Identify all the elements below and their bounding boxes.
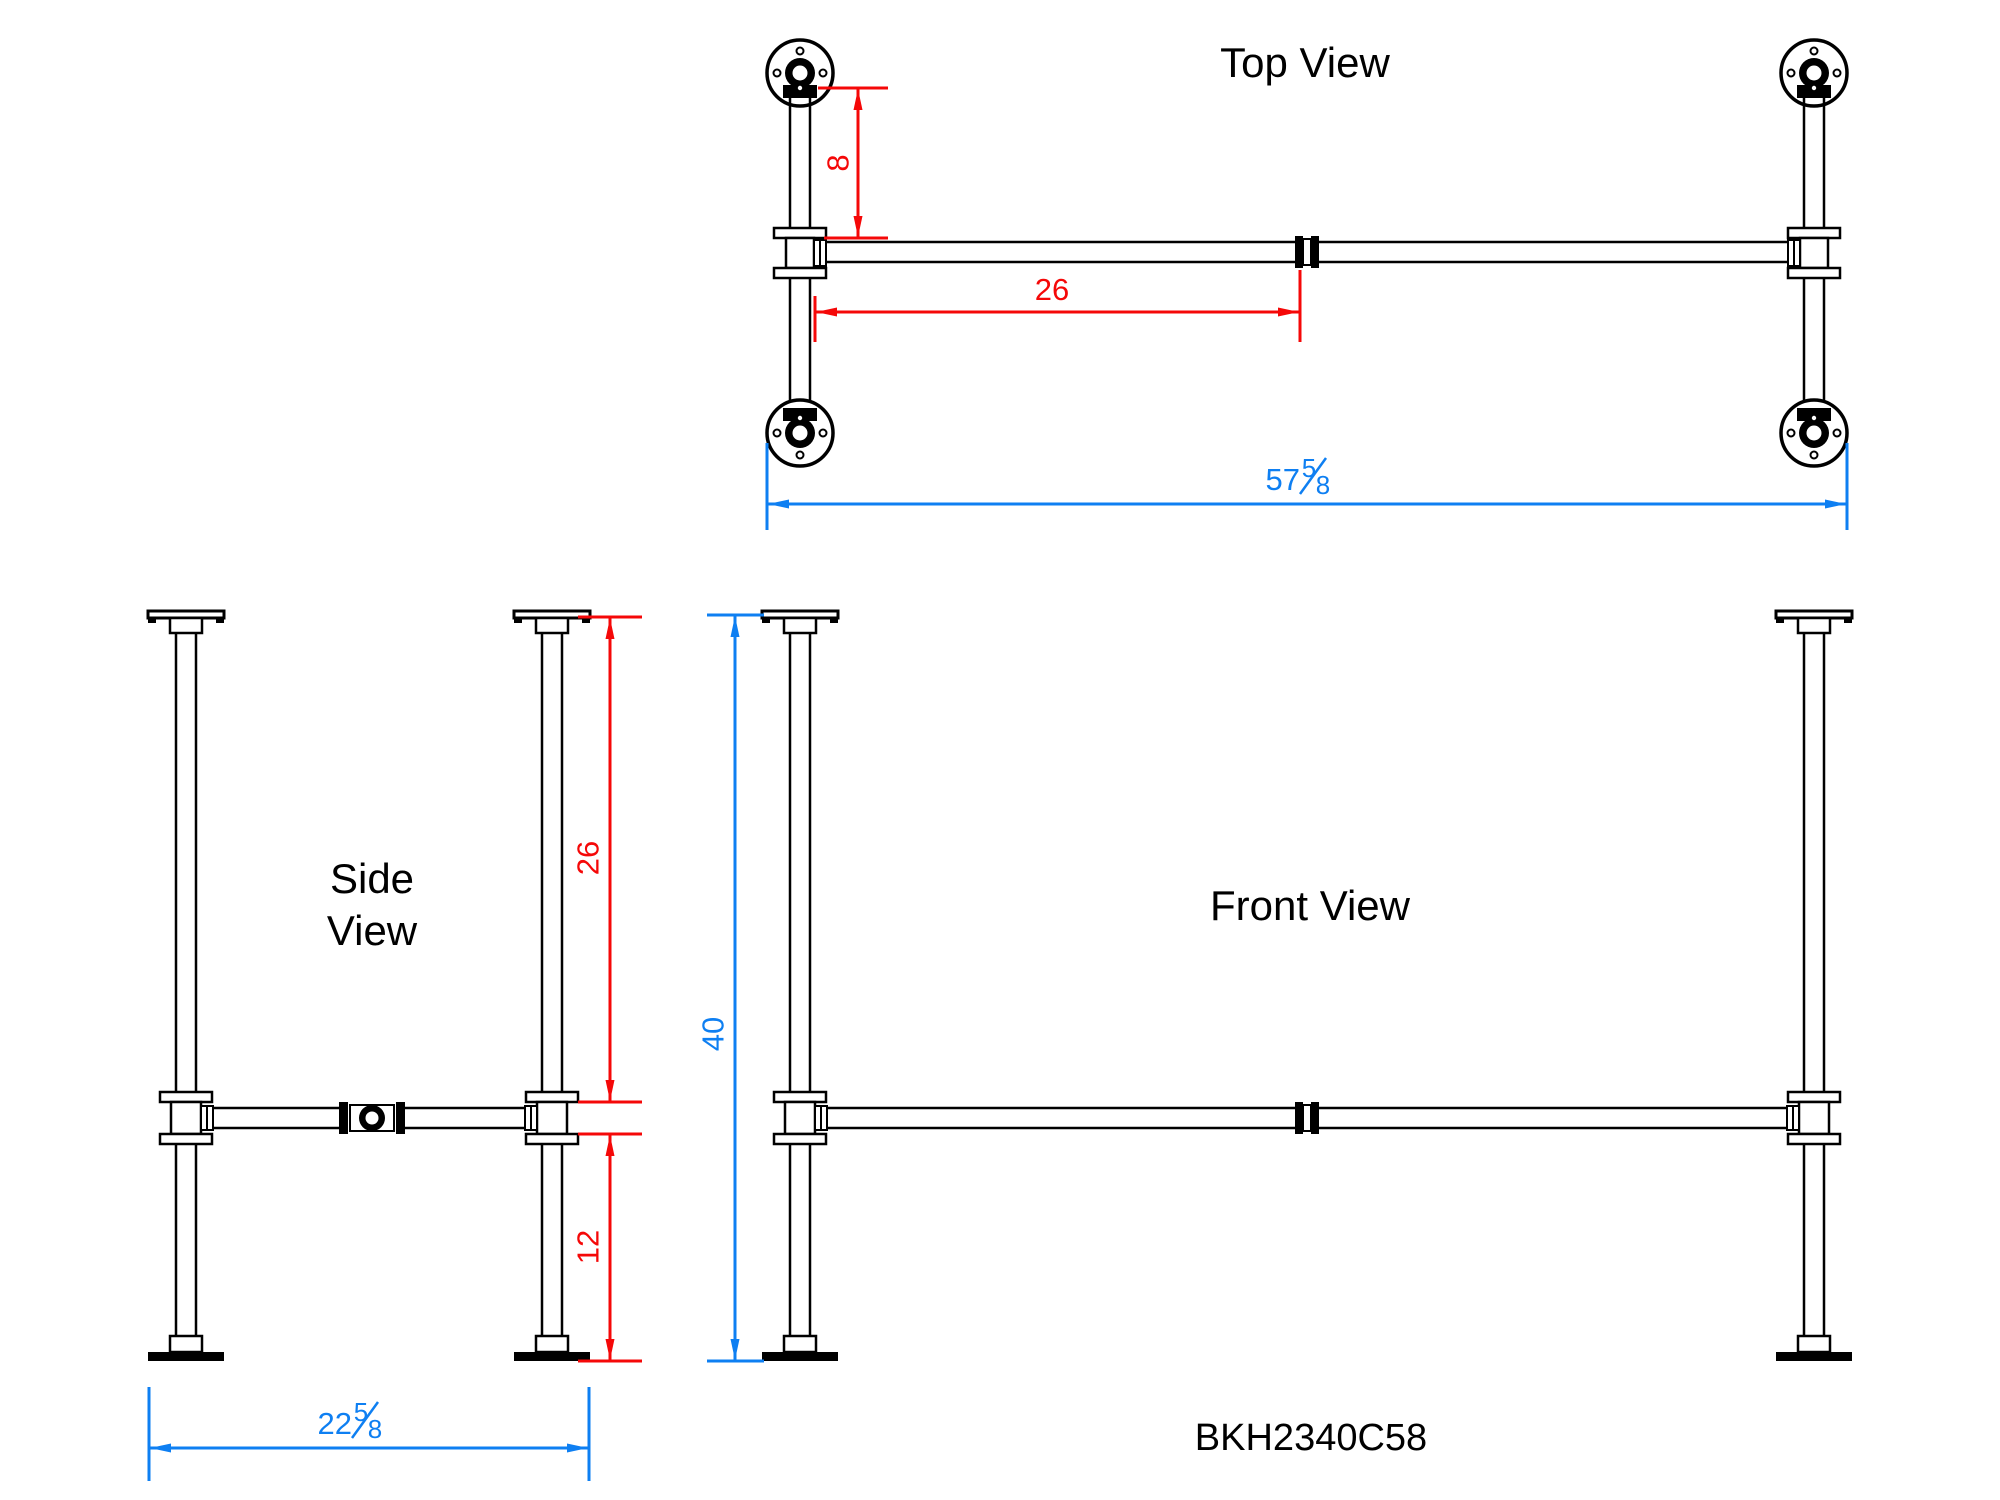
top-view-center-coupling xyxy=(1295,236,1319,268)
side-view-stretcher-pipe xyxy=(213,1102,525,1134)
dimension-side-26: 26 xyxy=(571,615,642,1104)
dimension-overall-depth-22-5-8: 22 5 8 xyxy=(147,1387,591,1481)
svg-text:8: 8 xyxy=(821,154,856,171)
front-view-center-coupling xyxy=(1295,1102,1319,1134)
side-view-title-line1: Side xyxy=(330,855,414,902)
svg-text:12: 12 xyxy=(571,1230,606,1264)
side-view-left-leg xyxy=(146,609,226,1363)
front-view-left-leg xyxy=(760,609,840,1363)
part-number: BKH2340C58 xyxy=(1195,1417,1427,1459)
red-dimensions: 8 26 26 12 xyxy=(571,86,1302,1363)
svg-text:5: 5 xyxy=(1302,453,1316,483)
dimension-top-26: 26 xyxy=(813,270,1302,342)
front-view-stretcher-pipe xyxy=(827,1102,1787,1134)
front-view-title: Front View xyxy=(1210,882,1411,929)
svg-text:26: 26 xyxy=(1035,272,1069,307)
top-view-stretcher-pipe xyxy=(826,236,1788,268)
top-view-right-leg xyxy=(1779,38,1849,468)
blue-dimensions: 57 5 8 22 5 8 40 xyxy=(147,443,1849,1481)
svg-text:26: 26 xyxy=(571,841,606,875)
front-view xyxy=(760,609,1854,1363)
frame-structure xyxy=(146,38,1854,1363)
dimension-overall-length-57-5-8: 57 5 8 xyxy=(765,443,1849,530)
top-view-left-leg xyxy=(765,38,835,468)
svg-text:8: 8 xyxy=(368,1414,382,1444)
svg-text:22: 22 xyxy=(318,1406,352,1441)
front-view-right-leg xyxy=(1774,609,1854,1363)
top-view-title: Top View xyxy=(1220,39,1390,86)
dimension-overall-height-40: 40 xyxy=(696,613,764,1363)
side-view-center-cross-fitting xyxy=(339,1102,405,1134)
side-view-title-line2: View xyxy=(327,907,418,954)
dimension-side-12: 12 xyxy=(571,1132,642,1363)
side-view xyxy=(146,609,592,1363)
svg-text:5: 5 xyxy=(354,1397,368,1427)
dimension-top-8: 8 xyxy=(818,86,888,240)
svg-text:40: 40 xyxy=(696,1017,731,1051)
top-view xyxy=(765,38,1849,468)
svg-text:57: 57 xyxy=(1266,462,1300,497)
svg-text:8: 8 xyxy=(1316,470,1330,500)
